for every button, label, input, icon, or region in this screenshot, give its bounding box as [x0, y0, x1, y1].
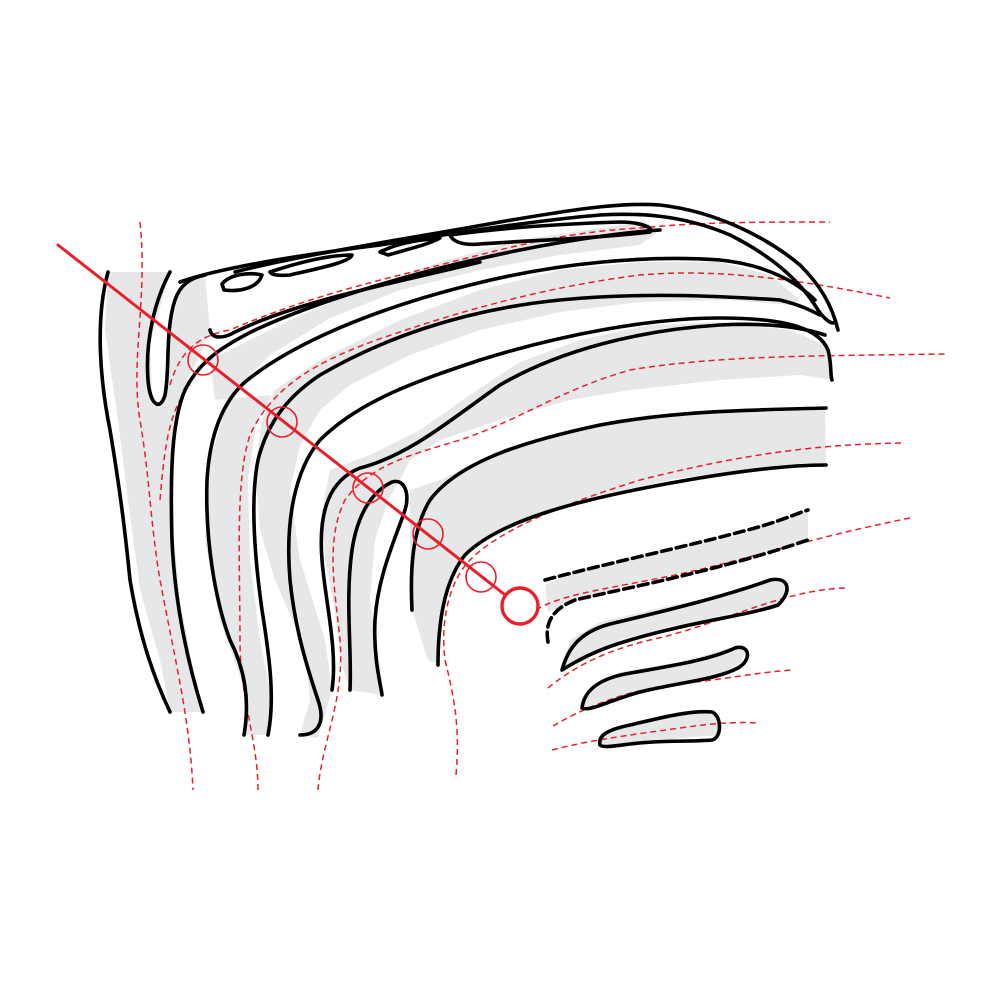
intersection-marker-3 [352, 472, 384, 504]
outline-fourth [252, 293, 822, 737]
outline-dashed-upper [543, 508, 810, 582]
outline-dashed-lower [545, 538, 810, 644]
outline-second-cap [208, 260, 482, 339]
band-left-second [205, 222, 660, 735]
outline-lens-2 [580, 645, 750, 711]
midline-5 [317, 353, 946, 791]
midline-4 [238, 272, 891, 791]
outline-eighth [436, 463, 828, 667]
band-lens-3 [600, 712, 720, 745]
transect-end-marker [500, 586, 540, 626]
outline-lozenge-2 [268, 253, 354, 278]
outline-seventh [409, 406, 828, 612]
dashed-midlines [136, 221, 946, 791]
outline-lozenge-3 [378, 236, 442, 257]
band-lens-1 [562, 580, 788, 670]
outline-second [169, 228, 662, 714]
layer-outlines [98, 202, 840, 749]
outline-lens-3 [597, 709, 722, 749]
outline-lozenge-1 [220, 271, 264, 293]
midline-1 [136, 221, 194, 791]
midline-10 [551, 721, 757, 751]
outline-hook-finger [347, 479, 409, 697]
outline-left-hook [145, 270, 207, 407]
intersection-marker-4 [412, 518, 444, 550]
outline-top-arc-inner [178, 212, 837, 325]
outline-left-outer [98, 270, 172, 714]
transect [56, 243, 540, 626]
midline-7 [535, 517, 911, 611]
band-dashed [545, 510, 808, 612]
outline-third [204, 256, 817, 737]
band-upper-broad [255, 262, 800, 738]
transect-line [56, 243, 520, 607]
band-left-outer [105, 272, 210, 712]
outline-sixth [319, 322, 827, 692]
band-middle [322, 322, 832, 695]
intersection-marker-5 [465, 561, 497, 593]
band-fills [105, 222, 832, 745]
intersection-marker-1 [187, 344, 219, 376]
intersection-marker-2 [266, 406, 298, 438]
midline-8 [547, 587, 846, 689]
band-lens-2 [582, 648, 746, 708]
outline-lens-1 [560, 577, 789, 672]
midline-2 [169, 221, 831, 386]
